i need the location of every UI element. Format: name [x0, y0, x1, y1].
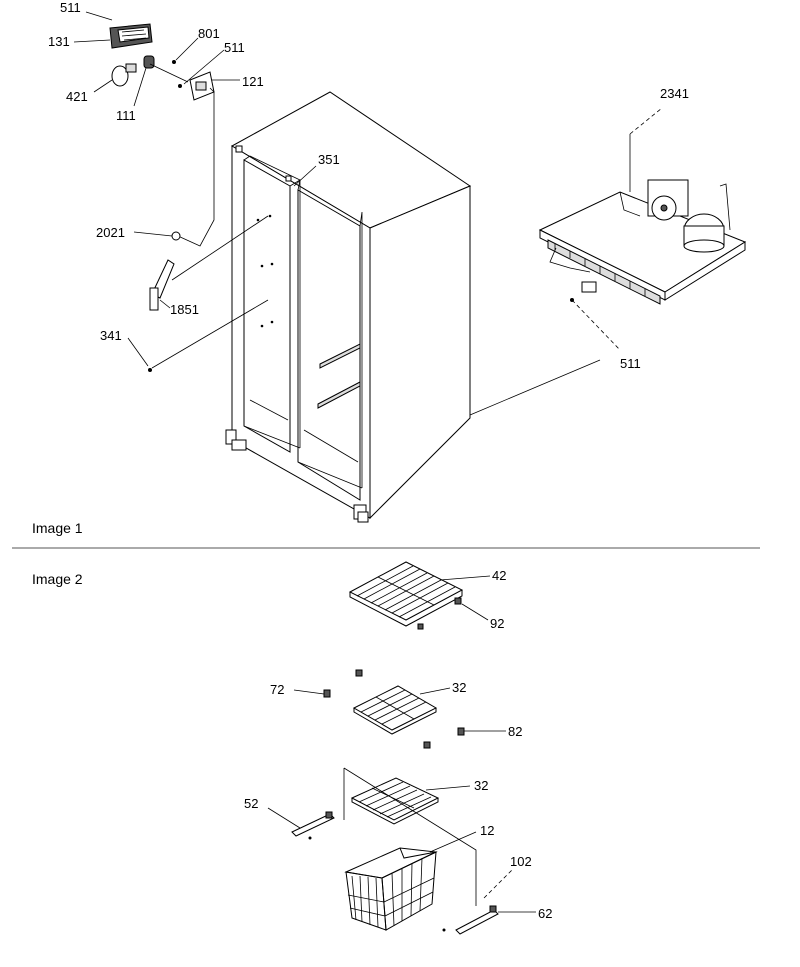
callout-351: 351: [318, 152, 340, 167]
compressor-assembly-2341: [538, 179, 747, 305]
light-socket-111: [143, 55, 155, 69]
callout-511-top: 511: [60, 0, 81, 15]
callout-511-compressor: 511: [620, 356, 641, 371]
thermostat-knob-2021: [171, 231, 181, 241]
callout-72: 72: [270, 682, 284, 697]
callout-421: 421: [66, 89, 88, 104]
light-cover-131: [109, 23, 153, 49]
refrigerator-cabinet: [225, 91, 601, 523]
callout-82: 82: [508, 724, 522, 739]
callout-32-upper: 32: [452, 680, 466, 695]
callout-52: 52: [244, 796, 258, 811]
callout-2021: 2021: [96, 225, 125, 240]
light-bulb-421: [111, 63, 137, 87]
caption-image-1: Image 1: [32, 520, 83, 536]
wire-basket-12: [344, 847, 438, 931]
callout-131: 131: [48, 34, 70, 49]
shelf-clip-92: [417, 597, 462, 630]
wire-shelf-32-lower: [350, 777, 440, 825]
callout-121: 121: [242, 74, 264, 89]
bracket-1851: [149, 259, 175, 311]
callout-111: 111: [116, 108, 136, 123]
callout-341: 341: [100, 328, 122, 343]
wire-shelf-42: [348, 561, 464, 627]
shelf-support-72: [323, 689, 331, 698]
slide-rail-52: [291, 811, 335, 837]
slide-rail-62: [455, 905, 499, 935]
callout-511-light: 511: [224, 40, 245, 55]
callout-1851: 1851: [170, 302, 199, 317]
callout-2341: 2341: [660, 86, 689, 101]
callout-12: 12: [480, 823, 494, 838]
caption-image-2: Image 2: [32, 571, 83, 587]
wire-shelf-32-upper: [352, 685, 438, 735]
callout-92: 92: [490, 616, 504, 631]
callout-42: 42: [492, 568, 506, 583]
shelf-support-82: [457, 727, 465, 736]
callout-32-lower: 32: [474, 778, 488, 793]
callout-62: 62: [538, 906, 552, 921]
callout-801: 801: [198, 26, 220, 41]
callout-102: 102: [510, 854, 532, 869]
